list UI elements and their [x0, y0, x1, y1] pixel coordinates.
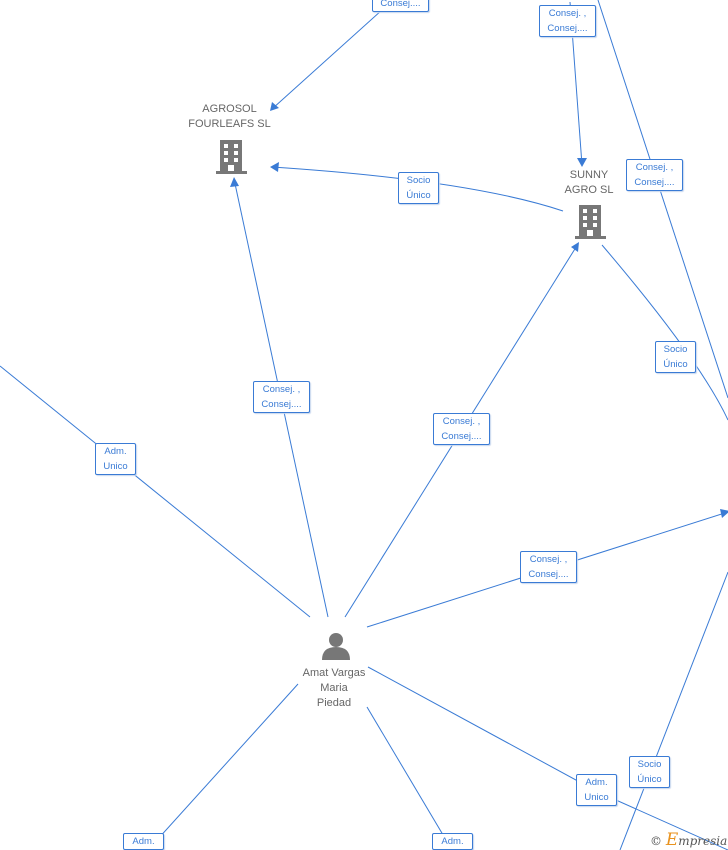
edge-person-bottom-left-adm: [147, 683, 299, 850]
edge-label-text: Adm.: [585, 777, 608, 788]
arrowhead: [577, 158, 587, 167]
person-name-line3: Piedad: [316, 697, 352, 709]
person-name[interactable]: Amat Vargas Maria Piedad: [293, 666, 375, 711]
edge-label-text: Consej....: [634, 177, 675, 188]
sunny-name-line2: AGRO SL: [564, 184, 614, 196]
edge-sunny-right-socio: [601, 244, 728, 421]
company-name-sunny[interactable]: SUNNY AGRO SL: [553, 168, 625, 198]
building-icon: [216, 140, 247, 174]
person-name-line1: Amat Vargas: [302, 667, 366, 679]
edge-person-bottom-right-adm: [367, 666, 728, 850]
edge-label-person-agrosol[interactable]: Consej. , Consej....: [253, 381, 310, 413]
edge-label-bottom-mid-adm[interactable]: Adm.: [432, 833, 473, 850]
company-name-agrosol[interactable]: AGROSOL FOURLEAFS SL: [182, 102, 277, 132]
edge-label-text: Único: [406, 190, 431, 201]
edge-label-text: Socio: [663, 344, 688, 355]
edge-label-text: Consej....: [547, 23, 588, 34]
edge-label-bottom-left-adm[interactable]: Adm.: [123, 833, 164, 850]
edge-label-right-consej[interactable]: Consej. , Consej....: [626, 159, 683, 191]
sunny-name-line1: SUNNY: [569, 169, 609, 181]
edge-label-text: Consej....: [261, 399, 302, 410]
arrowhead: [230, 177, 239, 187]
edge-top-left-to-agrosol: [271, 9, 383, 110]
edge-label-text: Socio: [637, 759, 662, 770]
edge-label-text: Consej....: [441, 431, 482, 442]
edge-label-left-adm[interactable]: Adm. Unico: [95, 443, 136, 475]
edge-label-socio-agrosol[interactable]: Socio Único: [398, 172, 439, 204]
edge-label-top-left[interactable]: Consej....: [372, 0, 429, 12]
building-icon: [575, 205, 606, 239]
edge-left-adm: [0, 365, 311, 618]
edge-label-text: Consej. ,: [548, 8, 587, 19]
edge-sunny-to-agrosol: [271, 166, 564, 212]
edge-label-top-right[interactable]: Consej. , Consej....: [539, 5, 596, 37]
arrowhead: [720, 509, 728, 518]
edge-label-text: Adm.: [104, 446, 127, 457]
edge-label-text: Unico: [103, 461, 128, 472]
brand-initial: E: [665, 830, 679, 850]
person-icon: [322, 633, 350, 660]
arrowhead: [571, 242, 579, 252]
arrowhead: [270, 102, 279, 111]
edge-label-text: Consej....: [380, 0, 421, 9]
edge-label-text: Adm.: [441, 836, 464, 847]
edge-label-text: Único: [663, 359, 688, 370]
edge-label-text: Unico: [584, 792, 609, 803]
edge-label-text: Consej....: [528, 569, 569, 580]
edge-label-text: Único: [637, 774, 662, 785]
edge-label-text: Adm.: [132, 836, 155, 847]
brand-name: mpresia: [678, 834, 728, 848]
arrowhead: [270, 162, 279, 172]
edge-label-text: Consej. ,: [262, 384, 301, 395]
edge-label-person-right[interactable]: Consej. , Consej....: [520, 551, 577, 583]
edge-label-bottom-socio[interactable]: Socio Único: [629, 756, 670, 788]
edge-label-bottom-right-adm[interactable]: Adm. Unico: [576, 774, 617, 806]
edge-label-text: Consej. ,: [529, 554, 568, 565]
edge-person-bottom-mid-adm: [366, 706, 453, 850]
edge-label-right-socio[interactable]: Socio Único: [655, 341, 696, 373]
person-name-line2: Maria: [320, 682, 348, 694]
copyright-symbol: ©: [650, 834, 662, 848]
agrosol-name-line1: AGROSOL: [202, 103, 257, 115]
edge-right-bottom-socio: [619, 571, 728, 850]
edge-right-consej: [597, 0, 728, 399]
edge-label-text: Consej. ,: [635, 162, 674, 173]
edge-label-text: Socio: [406, 175, 431, 186]
edge-label-person-sunny[interactable]: Consej. , Consej....: [433, 413, 490, 445]
agrosol-name-line2: FOURLEAFS SL: [188, 118, 271, 130]
empresia-watermark: © Empresia: [650, 830, 727, 850]
edge-label-text: Consej. ,: [442, 416, 481, 427]
